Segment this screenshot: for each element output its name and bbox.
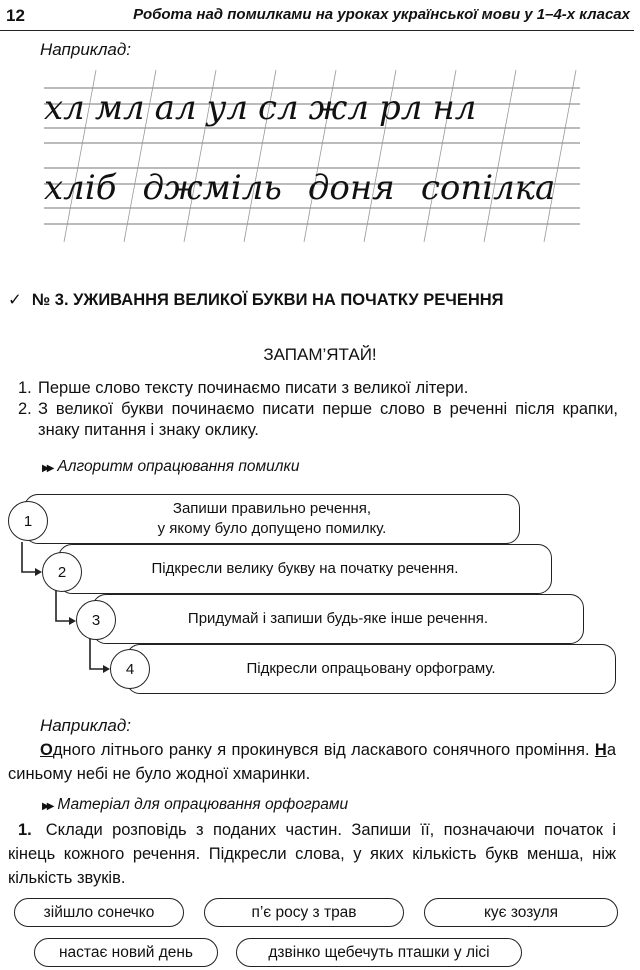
algorithm-step-box: Запиши правильно речення, у якому було до… bbox=[24, 494, 520, 544]
page-number: 12 bbox=[6, 6, 25, 25]
task-paragraph: 1.Склади розповідь з поданих частин. Зап… bbox=[8, 818, 616, 890]
syllable: нл bbox=[432, 88, 477, 128]
running-title: Робота над помилками на уроках українськ… bbox=[133, 6, 630, 23]
syllable: жл bbox=[308, 88, 369, 128]
example-label: Наприклад: bbox=[40, 716, 131, 735]
syllable-line: хл мл ал ул сл жл рл нл bbox=[44, 88, 476, 128]
copybook-lines bbox=[44, 70, 580, 242]
step-text: Придумай і запиши будь-яке інше речення. bbox=[187, 610, 489, 627]
example-text: дного літнього ранку я прокинувся від ла… bbox=[52, 741, 595, 759]
step-text: Підкресли велику букву на початку реченн… bbox=[151, 560, 459, 577]
word: сопілка bbox=[420, 168, 556, 208]
capital-letter: Н bbox=[594, 741, 607, 759]
word: джміль bbox=[142, 168, 282, 208]
step-number-circle: 1 bbox=[8, 501, 48, 541]
rule-text: Перше слово тексту починаємо писати з ве… bbox=[38, 379, 469, 397]
word: хліб bbox=[44, 168, 117, 208]
phrase-card: зійшло сонечко bbox=[14, 898, 184, 927]
algorithm-step-box: Підкресли опрацьовану орфограму. bbox=[126, 644, 616, 694]
handwriting-sample: хл мл ал ул сл жл рл нл хліб джміль доня… bbox=[44, 70, 580, 242]
rule-number: 1. bbox=[18, 379, 32, 397]
material-heading: ▶▶Матеріал для опрацювання орфограми bbox=[42, 796, 348, 814]
rule-text: З великої букви починаємо писати перше с… bbox=[38, 400, 618, 439]
step-text: Запиши правильно речення, bbox=[172, 500, 372, 517]
rule-item: 2. З великої букви починаємо писати перш… bbox=[18, 399, 618, 441]
algorithm-step-box: Підкресли велику букву на початку реченн… bbox=[58, 544, 552, 594]
step-text: Підкресли опрацьовану орфограму. bbox=[246, 660, 496, 677]
syllable: мл bbox=[94, 88, 145, 128]
rule-item: 1. Перше слово тексту починаємо писати з… bbox=[18, 378, 618, 399]
algorithm-connectors bbox=[21, 542, 110, 673]
syllable: ул bbox=[206, 88, 248, 128]
step-number-circle: 4 bbox=[110, 649, 150, 689]
double-triangle-icon: ▶▶ bbox=[42, 801, 55, 812]
example-text: а синьому небі не було жодної хмаринки. bbox=[8, 741, 616, 783]
algorithm-heading: ▶▶Алгоритм опрацювання помилки bbox=[42, 458, 299, 476]
section-title-text: № 3. УЖИВАННЯ ВЕЛИКОЇ БУКВИ НА ПОЧАТКУ Р… bbox=[31, 291, 504, 309]
algorithm-step-box: Придумай і запиши будь-яке інше речення. bbox=[92, 594, 584, 644]
check-icon: ✓ bbox=[8, 291, 22, 309]
task-number: 1. bbox=[18, 821, 32, 839]
phrase-card: п’є росу з трав bbox=[204, 898, 404, 927]
step-text: у якому було допущено помилку. bbox=[157, 520, 387, 537]
rule-number: 2. bbox=[18, 400, 32, 418]
section-title: ✓ № 3. УЖИВАННЯ ВЕЛИКОЇ БУКВИ НА ПОЧАТКУ … bbox=[8, 290, 504, 310]
syllable: сл bbox=[257, 88, 299, 128]
double-triangle-icon: ▶▶ bbox=[42, 463, 55, 474]
example-label: Наприклад: bbox=[40, 40, 131, 59]
capital-letter: О bbox=[40, 741, 53, 759]
rule-list: 1. Перше слово тексту починаємо писати з… bbox=[18, 378, 618, 441]
step-number-circle: 3 bbox=[76, 600, 116, 640]
phrase-card: кує зозуля bbox=[424, 898, 618, 927]
syllable: ал bbox=[154, 88, 197, 128]
header-rule bbox=[0, 30, 634, 31]
material-heading-text: Матеріал для опрацювання орфограми bbox=[57, 796, 349, 813]
step-number-circle: 2 bbox=[42, 552, 82, 592]
example-paragraph: Одного літнього ранку я прокинувся від л… bbox=[8, 738, 616, 786]
word-line: хліб джміль доня сопілка bbox=[44, 168, 555, 208]
phrase-card: настає новий день bbox=[34, 938, 218, 967]
word: доня bbox=[307, 168, 395, 208]
phrase-card: дзвінко щебечуть пташки у лісі bbox=[236, 938, 522, 967]
algorithm-heading-text: Алгоритм опрацювання помилки bbox=[57, 458, 300, 475]
syllable: рл bbox=[378, 88, 423, 128]
syllable: хл bbox=[44, 88, 85, 128]
remember-title: ЗАПАМ’ЯТАЙ! bbox=[263, 345, 377, 364]
task-text: Склади розповідь з поданих частин. Запиш… bbox=[8, 821, 616, 887]
